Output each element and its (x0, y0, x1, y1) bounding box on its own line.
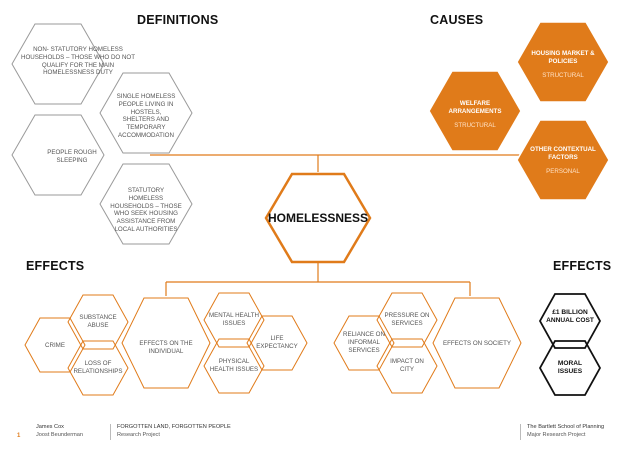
hex-individual (121, 297, 211, 389)
housing-market-sub: STRUCTURAL (542, 71, 584, 79)
connector-lines (150, 154, 575, 296)
label-billion-cost: £1 BILLION ANNUAL COST (546, 309, 594, 325)
hex-billion-cost (538, 293, 602, 349)
footer-project-kind: Major Research Project (527, 431, 586, 438)
hex-homelessness (264, 172, 372, 264)
effects-left-header: EFFECTS (26, 259, 85, 273)
hex-statutory (99, 163, 193, 245)
welfare-title: WELFARE ARRANGEMENTS (448, 100, 502, 115)
footer-project: FORGOTTEN LAND, FORGOTTEN PEOPLE Researc… (117, 424, 231, 439)
label-pressure: PRESSURE ON SERVICES (384, 312, 430, 327)
label-statutory: STATUTORY HOMELESS HOUSEHOLDS – THOSE WH… (110, 187, 182, 233)
footer-school: The Bartlett School of Planning Major Re… (527, 424, 604, 439)
label-reliance: RELIANCE ON INFORMAL SERVICES (343, 331, 385, 354)
contextual-sub: PERSONAL (546, 167, 580, 175)
label-non-statutory: NON- STATUTORY HOMELESS HOUSEHOLDS – THO… (20, 46, 136, 77)
effects-individual-hexes (24, 292, 308, 396)
hex-moral (538, 340, 602, 396)
hex-non-statutory (11, 23, 105, 105)
label-impact-city: IMPACT ON CITY (390, 358, 424, 373)
causes-hexes (428, 21, 610, 201)
footer-school-name: The Bartlett School of Planning (527, 424, 605, 430)
label-rough-sleeping: PEOPLE ROUGH SLEEPING (47, 149, 97, 164)
hex-substance-abuse (67, 294, 129, 350)
label-housing-market: HOUSING MARKET & POLICIES STRUCTURAL (527, 50, 599, 79)
label-physical-health: PHYSICAL HEALTH ISSUES (209, 358, 259, 373)
footer-author-1: James Cox (36, 424, 64, 430)
label-crime: CRIME (45, 342, 65, 349)
label-loss-relationships: LOSS OF RELATIONSHIPS (73, 360, 123, 375)
label-mental-health: MENTAL HEALTH ISSUES (208, 312, 260, 327)
hex-contextual (516, 119, 610, 201)
hex-loss-relationships (67, 340, 129, 396)
effects-society-hexes (333, 292, 522, 394)
effects-cost-hexes (538, 293, 602, 396)
definitions-hexes (11, 23, 193, 245)
causes-header: CAUSES (430, 13, 484, 27)
footer-divider-left (110, 424, 111, 440)
contextual-title: OTHER CONTEXTUAL FACTORS (530, 146, 596, 161)
footer-divider-right (520, 424, 521, 440)
label-life-expectancy: LIFE EXPECTANCY (256, 335, 298, 350)
definitions-header: DEFINITIONS (137, 13, 219, 27)
hex-impact-city (376, 338, 438, 394)
center-title: HOMELESSNESS (267, 211, 369, 225)
hex-welfare (428, 70, 522, 152)
label-substance-abuse: SUBSTANCE ABUSE (79, 314, 117, 329)
hex-life-expectancy (246, 315, 308, 371)
welfare-sub: STRUCTURAL (454, 121, 496, 129)
hex-society (432, 297, 522, 389)
housing-market-title: HOUSING MARKET & POLICIES (531, 50, 595, 65)
hex-rough-sleeping (11, 114, 105, 196)
effects-right-header: EFFECTS (553, 259, 612, 273)
label-welfare: WELFARE ARRANGEMENTS STRUCTURAL (437, 100, 513, 129)
footer-authors: James Cox Joost Beunderman (36, 424, 83, 439)
label-contextual: OTHER CONTEXTUAL FACTORS PERSONAL (517, 146, 609, 175)
hex-single-homeless (99, 72, 193, 154)
footer-project-type: Research Project (117, 431, 160, 438)
label-single-homeless: SINGLE HOMELESS PEOPLE LIVING IN HOSTELS… (116, 93, 176, 139)
hex-pressure (376, 292, 438, 348)
footer-author-2: Joost Beunderman (36, 431, 83, 438)
footer-project-title: FORGOTTEN LAND, FORGOTTEN PEOPLE (117, 424, 231, 430)
label-individual: EFFECTS ON THE INDIVIDUAL (139, 340, 193, 355)
label-moral: MORAL ISSUES (557, 360, 583, 376)
label-society: EFFECTS ON SOCIETY (442, 340, 512, 347)
page-number: 1 (17, 433, 21, 439)
hex-housing-market (516, 21, 610, 103)
